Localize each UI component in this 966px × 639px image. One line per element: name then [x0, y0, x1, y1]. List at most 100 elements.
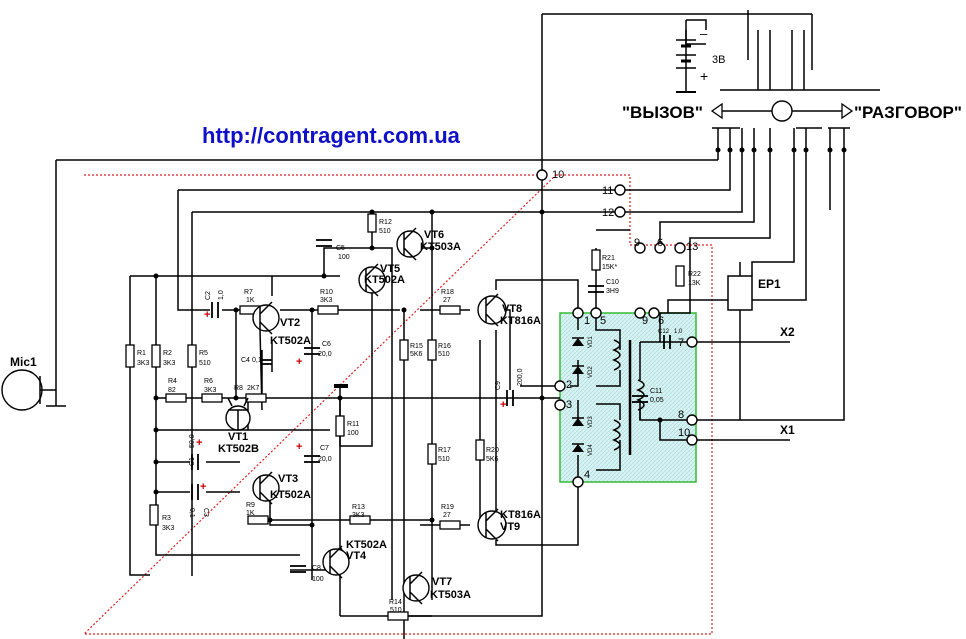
- resistor-value: 510: [438, 351, 450, 358]
- capacitor-ref: C8: [312, 565, 321, 572]
- switch-talk-label: "РАЗГОВОР": [854, 103, 962, 122]
- svg-text:+: +: [196, 437, 202, 449]
- transistor-ref: VT1: [228, 431, 248, 443]
- capacitor-value: 50,0: [189, 434, 196, 448]
- resistors: [125, 213, 685, 621]
- node-label: 11: [602, 185, 613, 197]
- resistor-value: 3K3: [137, 360, 150, 367]
- svg-text:+: +: [296, 441, 302, 453]
- capacitor-ref: C4: [241, 357, 250, 364]
- transistor-vt2: [252, 301, 280, 335]
- transistor-vt8: [477, 293, 507, 327]
- capacitor-value: 3Н9: [606, 288, 619, 295]
- transistor-type: KT502A: [346, 539, 387, 551]
- resistor-value: 5K6: [486, 456, 499, 463]
- transistor-type: KT502A: [364, 274, 405, 286]
- resistor-ref: R13: [352, 504, 365, 511]
- resistor-value: 510: [379, 228, 391, 235]
- svg-text:+: +: [204, 309, 210, 321]
- capacitor-value: 20,0: [318, 456, 332, 463]
- resistor-ref: R3: [162, 515, 171, 522]
- resistor-ref: R1: [137, 350, 146, 357]
- resistor-ref: R12: [379, 219, 392, 226]
- capacitor-ref: C2: [205, 291, 212, 300]
- output-x1-label: X1: [780, 423, 795, 437]
- svg-text:+: +: [296, 356, 302, 368]
- resistor-value: 27: [443, 512, 451, 519]
- switch-call-label: "ВЫЗОВ": [622, 103, 703, 122]
- resistor-ref: R7: [244, 289, 253, 296]
- node-label: 9: [634, 237, 640, 249]
- diode-vd3: [572, 417, 584, 426]
- microphone: Mic1: [1, 355, 66, 411]
- svg-text:+: +: [200, 481, 206, 493]
- transistor-type: KT502A: [270, 335, 311, 347]
- node-label: 13: [686, 241, 698, 253]
- transistors: [225, 227, 507, 605]
- diode-label: VD1: [588, 336, 594, 348]
- capacitors: [191, 239, 671, 573]
- node-label: 1: [584, 315, 590, 327]
- transistor-type: KT502A: [270, 489, 311, 501]
- node-label: 12: [602, 207, 614, 219]
- resistor-value: 510: [390, 607, 402, 614]
- node-label: 10: [552, 169, 564, 181]
- resistor-ref: R22: [688, 271, 701, 278]
- capacitor-ref: C6: [322, 341, 331, 348]
- resistor-value: 3K3: [162, 525, 175, 532]
- board-boundary: [82, 174, 713, 635]
- resistor-ref: R9: [246, 502, 255, 509]
- resistor-ref: R6: [204, 378, 213, 385]
- node-label: 6: [658, 315, 664, 327]
- transistor-type: KT502B: [218, 443, 259, 455]
- resistor-value: 27: [443, 297, 451, 304]
- transistor-ref: VT7: [432, 576, 452, 588]
- diode-labels: VD1 VD2 VD3 VD4: [588, 336, 594, 456]
- resistor-value: 3K3: [352, 512, 365, 519]
- diode-vd4: [572, 443, 584, 452]
- resistor-value: 1K: [246, 297, 255, 304]
- capacitor-ref: C5: [336, 245, 345, 252]
- earpiece: EP1: [727, 262, 781, 420]
- resistor-value: 13K: [688, 280, 701, 287]
- resistor-value: 5K6: [410, 351, 423, 358]
- capacitor-value: 100: [312, 576, 324, 583]
- resistor-value: 3K3: [204, 387, 217, 394]
- resistor-value: 3K3: [320, 297, 333, 304]
- output-x2-label: X2: [780, 325, 795, 339]
- transistor-ref: VT8: [502, 303, 522, 315]
- resistor-ref: R16: [438, 343, 451, 350]
- resistor-value: 3K3: [163, 360, 176, 367]
- transistor-ref: VT9: [500, 521, 520, 533]
- resistor-ref: R19: [441, 504, 454, 511]
- capacitor-value: 100: [338, 254, 350, 261]
- transistor-ref: VT3: [278, 473, 298, 485]
- transistor-vt7: [402, 571, 430, 605]
- diode-vd2: [572, 365, 584, 374]
- resistor-ref: R17: [438, 447, 451, 454]
- resistor-ref: R10: [320, 289, 333, 296]
- capacitor-value: 20,0: [318, 351, 332, 358]
- node-label: 2: [566, 379, 572, 391]
- transistor-ref: VT2: [280, 317, 300, 329]
- transistor-type: KT503A: [420, 241, 461, 253]
- transistor-vt5: [358, 263, 386, 297]
- resistor-value: 100: [347, 430, 359, 437]
- resistor-value: 510: [199, 360, 211, 367]
- polarity-marks: ++ ++ ++: [196, 309, 506, 493]
- switch-actuator[interactable]: [771, 100, 793, 122]
- diode-label: VD4: [588, 444, 594, 456]
- capacitor-ref: C12: [658, 329, 670, 335]
- node-label: 3: [566, 399, 572, 411]
- resistor-ref: R2: [163, 350, 172, 357]
- resistor-value: 15K*: [602, 264, 617, 271]
- node-label: 5: [600, 315, 606, 327]
- mic-label: Mic1: [10, 355, 37, 369]
- capacitor-ref: C11: [650, 388, 662, 395]
- node-label: 8: [678, 409, 684, 421]
- capacitor-value: 200,0: [517, 368, 524, 386]
- switch-region: 3В – + "ВЫЗОВ" "РАЗГОВОР": [541, 10, 962, 175]
- battery: 3В – +: [676, 26, 725, 93]
